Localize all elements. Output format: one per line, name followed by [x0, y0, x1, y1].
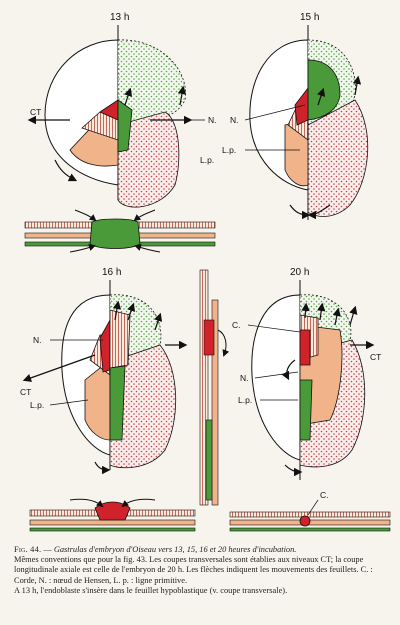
- n-label: N.: [33, 335, 42, 345]
- lp-label-13h: L.p.: [200, 155, 214, 165]
- movement-arrow: [124, 87, 133, 106]
- lp-label: L.p.: [238, 395, 252, 405]
- chorde-circle: [299, 515, 311, 527]
- n-label-13h: N.: [208, 115, 217, 125]
- hypoblast-dotted-region: [117, 111, 180, 208]
- gastrula-figure: 13 h CT 15 h N. L.p. N. L.p.: [20, 12, 391, 532]
- ectoderm-dotted-region: [117, 39, 186, 126]
- time-label: 20 h: [290, 267, 309, 278]
- panel-20h: 20 h CT C. N. L.p.: [232, 267, 381, 480]
- figure-number: Fig. 44.: [14, 545, 42, 554]
- ct-label: CT: [370, 352, 381, 362]
- ct-label: CT: [20, 387, 31, 397]
- figure-caption: Fig. 44. — Gastrulas d'embryon d'Oiseau …: [14, 545, 390, 596]
- section-13h: [24, 209, 216, 253]
- panel-16h: 16 h CT N. L.p.: [20, 267, 188, 475]
- n-label: N.: [230, 115, 239, 125]
- movement-arrow: [54, 159, 78, 182]
- section-20h: C.: [229, 490, 391, 532]
- figure-title: Gastrulas d'embryon d'Oiseau vers 13, 15…: [53, 545, 297, 554]
- caption-dash: —: [41, 545, 54, 554]
- lp-label: L.p.: [222, 145, 236, 155]
- time-label: 15 h: [300, 12, 319, 23]
- panel-13h: 13 h CT: [27, 12, 193, 208]
- time-label: 16 h: [102, 267, 121, 278]
- endoblast-insertion: [89, 218, 141, 249]
- ct-label: CT: [30, 107, 41, 117]
- ectoderm-region: [117, 99, 133, 153]
- panel-15h: 15 h N. L.p.: [222, 12, 369, 220]
- n-label: N.: [240, 373, 249, 383]
- longitudinal-section: [199, 269, 230, 506]
- movement-arrow: [177, 85, 187, 106]
- time-label: 13 h: [110, 12, 129, 23]
- section-16h: [29, 498, 196, 532]
- lp-label: L.p.: [30, 400, 44, 410]
- c-label: C.: [320, 490, 329, 500]
- c-label: C.: [232, 320, 241, 330]
- caption-note: A 13 h, l'endoblaste s'insère dans le fe…: [14, 585, 288, 595]
- caption-text: Mêmes conventions que pour la fig. 43. L…: [14, 555, 373, 585]
